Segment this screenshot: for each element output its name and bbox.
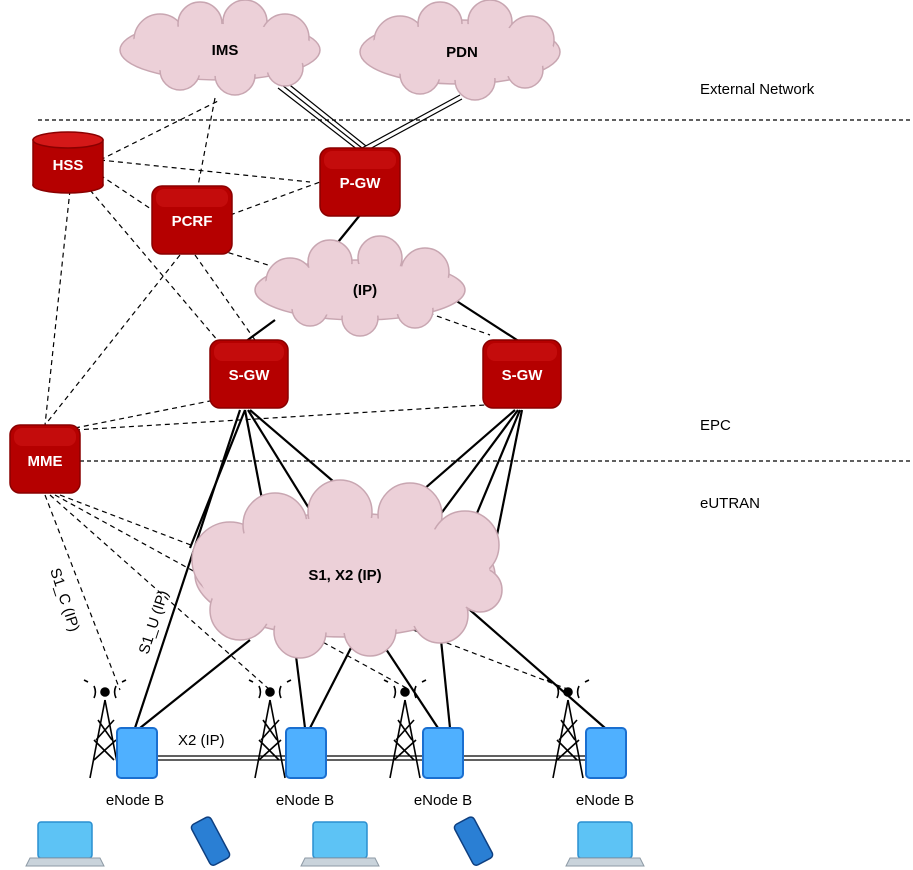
- phone-icon: [190, 816, 231, 866]
- enodeb-3-label: eNode B: [414, 792, 472, 809]
- ip-cloud-label: (IP): [353, 282, 377, 299]
- s1-x2-cloud-label: S1, X2 (IP): [308, 567, 381, 584]
- ims-label: IMS: [212, 42, 239, 59]
- laptop-icon: [565, 821, 645, 867]
- enodeb-1: eNode B: [83, 679, 164, 809]
- sgw-left-label: S-GW: [229, 367, 271, 384]
- enodeb-1-label: eNode B: [106, 792, 164, 809]
- sgw-right-node: S-GW: [482, 339, 562, 409]
- antenna-tower-icon: [546, 679, 590, 779]
- pgw-label: P-GW: [340, 175, 382, 192]
- epc-label: EPC: [700, 417, 731, 434]
- mme-label: MME: [28, 453, 63, 470]
- pdn-label: PDN: [446, 44, 478, 61]
- antenna-tower-icon: [83, 679, 127, 779]
- x2-label: X2 (IP): [178, 732, 225, 749]
- phone-icon: [453, 816, 494, 866]
- mme-node: MME: [9, 424, 81, 494]
- pdn-cloud: PDN: [359, 0, 561, 101]
- s1-u-label: S1_U (IP): [136, 588, 173, 656]
- antenna-tower-icon: [248, 679, 292, 779]
- s1-c-label: S1_C (IP): [46, 566, 83, 634]
- pcrf-node: PCRF: [151, 185, 233, 255]
- sgw-right-label: S-GW: [502, 367, 544, 384]
- ip-cloud: (IP): [254, 235, 466, 337]
- pcrf-label: PCRF: [172, 213, 213, 230]
- laptop-icon: [25, 821, 105, 867]
- ims-cloud: IMS: [119, 0, 321, 96]
- enodeb-2: eNode B: [248, 679, 334, 809]
- hss-database: HSS: [32, 131, 104, 194]
- enodeb-2-label: eNode B: [276, 792, 334, 809]
- user-plane-links: [133, 81, 606, 761]
- external-network-label: External Network: [700, 81, 815, 98]
- hss-label: HSS: [53, 157, 84, 174]
- antenna-tower-icon: [383, 679, 427, 779]
- enodeb-4: eNode B: [546, 679, 634, 809]
- s1-x2-cloud: S1, X2 (IP): [191, 479, 503, 659]
- sgw-left-node: S-GW: [209, 339, 289, 409]
- enodeb-3: eNode B: [383, 679, 472, 809]
- eutran-label: eUTRAN: [700, 495, 760, 512]
- pgw-node: P-GW: [319, 147, 401, 217]
- enodeb-4-label: eNode B: [576, 792, 634, 809]
- laptop-icon: [300, 821, 380, 867]
